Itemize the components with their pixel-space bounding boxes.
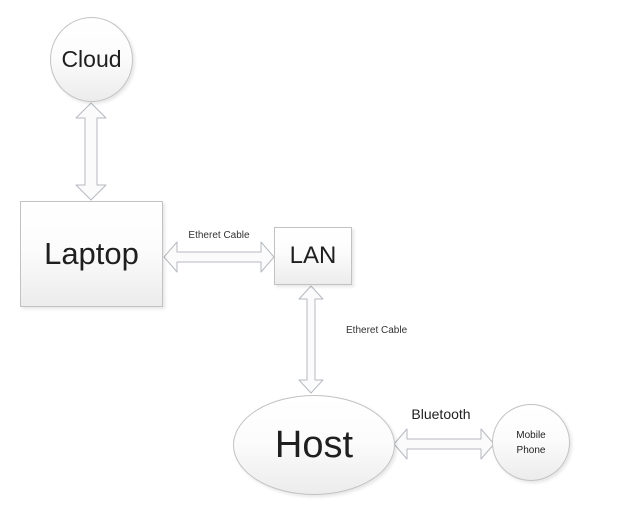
node-laptop: Laptop bbox=[20, 201, 163, 307]
node-lan-label: LAN bbox=[289, 242, 337, 269]
node-lan: LAN bbox=[274, 227, 352, 285]
connector-laptop-lan bbox=[163, 241, 275, 273]
edge-label-ethernet-cable-2: Etheret Cable bbox=[346, 325, 408, 336]
node-cloud-label: Cloud bbox=[61, 46, 122, 72]
node-mobile-phone: Mobile Phone bbox=[492, 404, 570, 481]
connector-host-mobile bbox=[393, 428, 495, 460]
node-mobile-phone-label: Mobile Phone bbox=[516, 429, 546, 456]
edge-label-ethernet-cable-1: Etheret Cable bbox=[188, 230, 250, 241]
node-host-label: Host bbox=[274, 423, 354, 466]
connector-lan-host bbox=[298, 285, 324, 394]
connector-cloud-laptop bbox=[75, 102, 107, 201]
edge-label-bluetooth: Bluetooth bbox=[411, 406, 471, 422]
node-laptop-label: Laptop bbox=[44, 236, 139, 271]
node-host: Host bbox=[233, 395, 395, 495]
node-cloud: Cloud bbox=[50, 17, 133, 102]
